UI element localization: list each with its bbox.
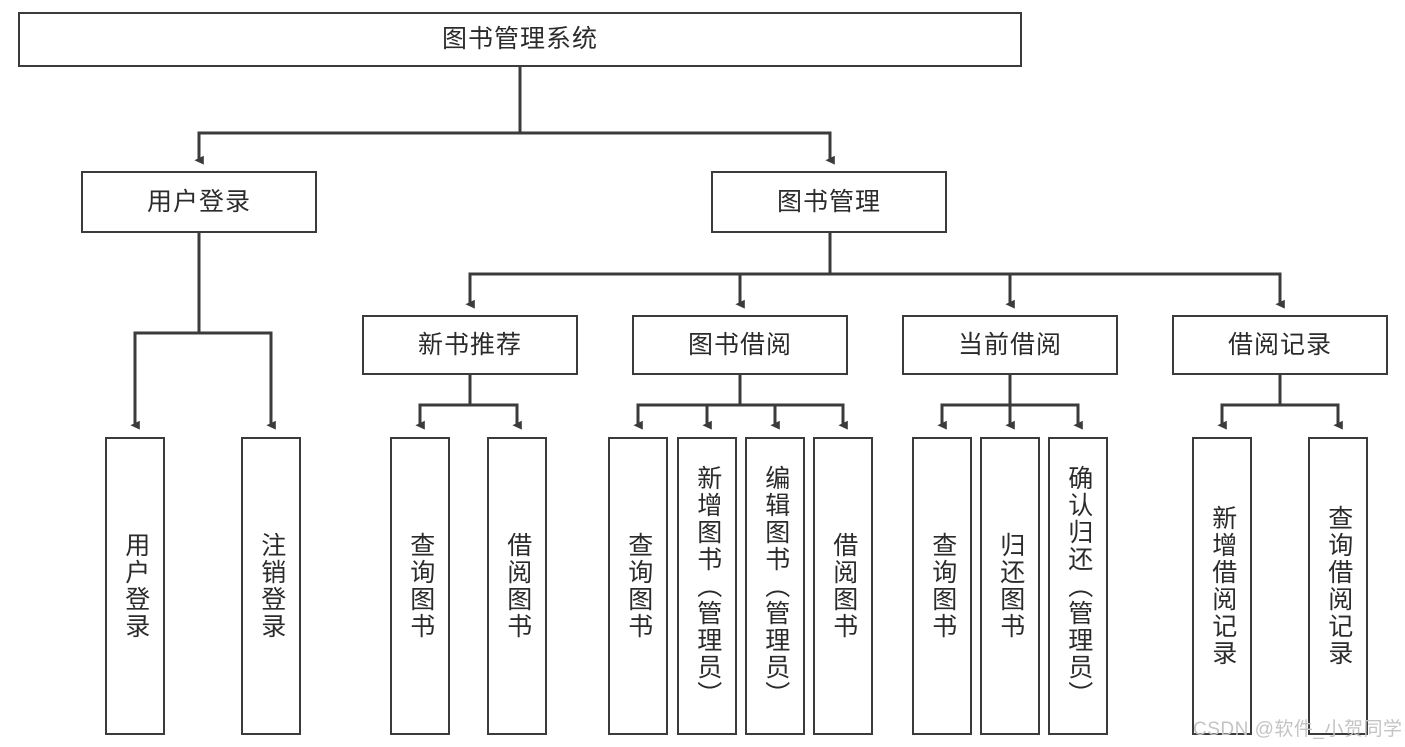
node-label: 查询图书	[406, 532, 435, 640]
node-label: 确认归还（管理员）	[1064, 464, 1093, 708]
node-label: 新增图书（管理员）	[693, 464, 722, 708]
node-book-borrow[interactable]: 图书借阅	[632, 315, 848, 375]
leaf-current-borrow-confirm-return-admin[interactable]: 确认归还（管理员）	[1048, 437, 1108, 735]
node-borrow-record[interactable]: 借阅记录	[1172, 315, 1388, 375]
leaf-new-book-query-book[interactable]: 查询图书	[390, 437, 450, 735]
node-label: 注销登录	[257, 532, 286, 640]
node-label: 查询图书	[928, 532, 957, 640]
node-label: 借阅图书	[503, 532, 532, 640]
node-label: 图书管理系统	[441, 25, 598, 54]
leaf-book-borrow-add-book-admin[interactable]: 新增图书（管理员）	[677, 437, 737, 735]
node-label: 图书管理	[776, 187, 881, 216]
node-current-borrow[interactable]: 当前借阅	[902, 315, 1118, 375]
leaf-book-borrow-query-book[interactable]: 查询图书	[608, 437, 668, 735]
node-label: 当前借阅	[957, 330, 1062, 359]
node-label: 查询借阅记录	[1324, 505, 1353, 667]
leaf-current-borrow-query-book[interactable]: 查询图书	[912, 437, 972, 735]
node-root-book-management-system[interactable]: 图书管理系统	[18, 12, 1022, 67]
node-label: 编辑图书（管理员）	[761, 464, 790, 708]
node-label: 新增借阅记录	[1208, 505, 1237, 667]
node-new-book-recommend[interactable]: 新书推荐	[362, 315, 578, 375]
leaf-current-borrow-return-book[interactable]: 归还图书	[980, 437, 1040, 735]
node-book-management[interactable]: 图书管理	[711, 171, 947, 233]
node-label: 图书借阅	[687, 330, 792, 359]
node-label: 查询图书	[624, 532, 653, 640]
csdn-watermark: CSDN @软件_小贺同学	[1193, 719, 1403, 740]
node-label: 用户登录	[121, 532, 150, 640]
node-label: 新书推荐	[417, 330, 522, 359]
leaf-borrow-record-add-record[interactable]: 新增借阅记录	[1192, 437, 1252, 735]
node-label: 借阅图书	[829, 532, 858, 640]
leaf-user-login-logout[interactable]: 注销登录	[241, 437, 301, 735]
leaf-new-book-borrow-book[interactable]: 借阅图书	[487, 437, 547, 735]
node-label: 归还图书	[996, 532, 1025, 640]
node-label: 用户登录	[146, 187, 251, 216]
leaf-borrow-record-query-record[interactable]: 查询借阅记录	[1308, 437, 1368, 735]
node-user-login[interactable]: 用户登录	[81, 171, 317, 233]
leaf-book-borrow-edit-book-admin[interactable]: 编辑图书（管理员）	[745, 437, 805, 735]
leaf-user-login-login[interactable]: 用户登录	[105, 437, 165, 735]
node-label: 借阅记录	[1227, 330, 1332, 359]
leaf-book-borrow-borrow-book[interactable]: 借阅图书	[813, 437, 873, 735]
